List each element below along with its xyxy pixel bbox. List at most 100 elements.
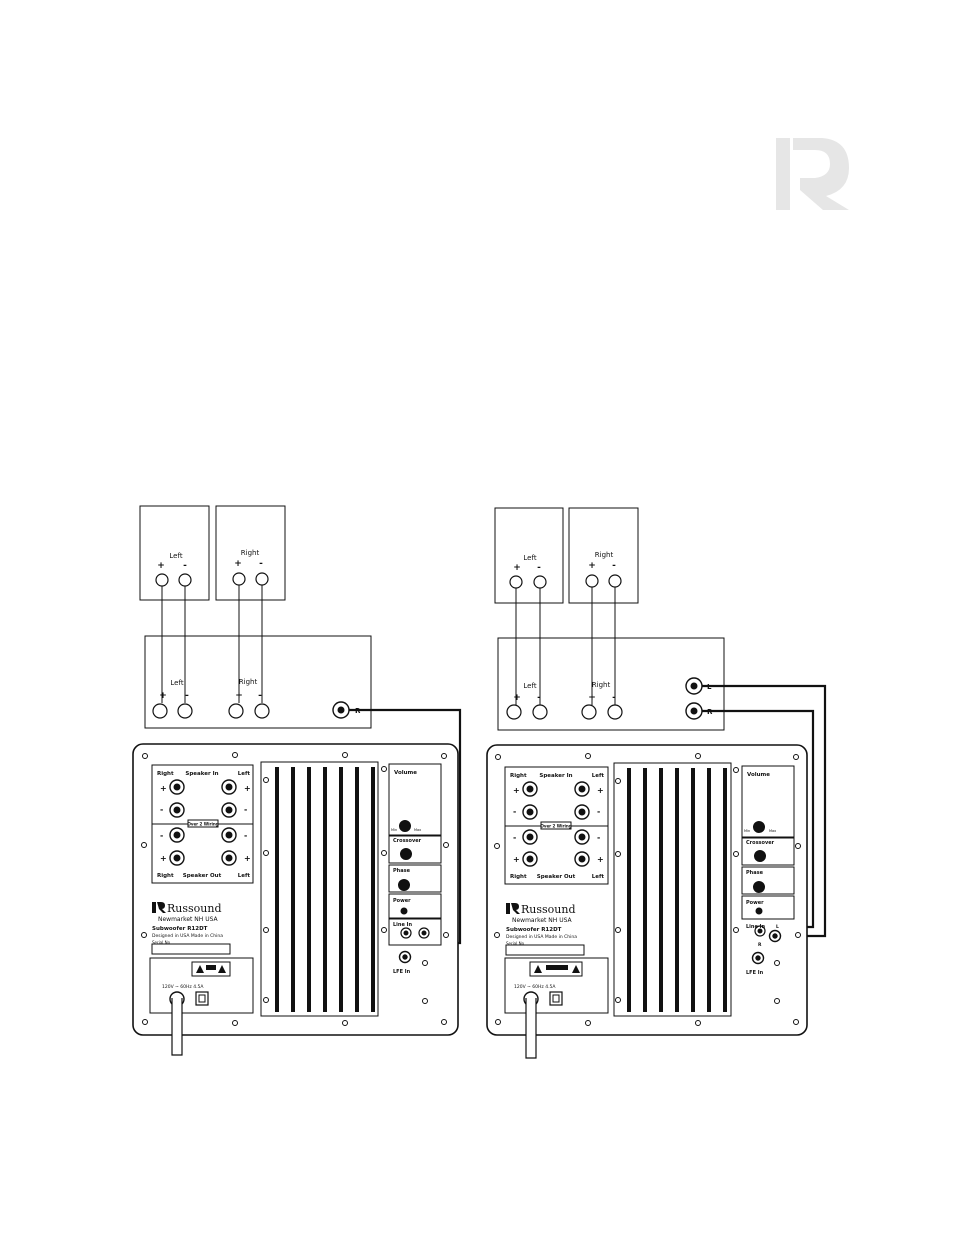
subwoofer-panel: Right Speaker In Left Right Speaker Out … (132, 743, 459, 1056)
origin-label: Designed in USA Made in China (152, 933, 223, 939)
speaker-wires (161, 585, 263, 703)
amp-right-label: Right (592, 681, 611, 689)
minus-sign: - (537, 693, 541, 703)
model-label: Subwoofer R12DT (506, 927, 562, 933)
panel-screws (494, 753, 801, 1026)
speaker-io-block: Right Speaker In Left Right Speaker Out … (151, 764, 254, 884)
plus-sign: + (597, 855, 604, 864)
power-mode-switch (755, 907, 763, 915)
power-switch (549, 991, 563, 1006)
phase-knob (398, 879, 410, 891)
speaker-left-box: Left + - (139, 505, 210, 601)
subwoofer-panel: Right Speaker In Left Right Speaker Out … (486, 744, 808, 1059)
binding-posts (169, 779, 237, 866)
minus-sign: - (244, 831, 247, 840)
power-label: Power (393, 898, 411, 904)
plus-sign: + (234, 559, 242, 569)
brand-city: Newmarket NH USA (158, 916, 219, 923)
wiring-label: Over 2 Wiring (187, 822, 218, 827)
line-in-label: Line In (393, 922, 412, 928)
volume-knob (399, 820, 411, 832)
minus-sign: - (244, 805, 247, 814)
io-right-label: Right (157, 873, 174, 879)
io-left-label: Left (238, 771, 251, 777)
power-mode-switch (400, 907, 408, 915)
plus-sign: + (513, 693, 521, 703)
plus-sign: + (244, 784, 251, 793)
speaker-right-label: Right (595, 551, 614, 559)
max-label: Max (414, 828, 421, 832)
power-block: 120V ~ 60Hz 4.5A (504, 957, 609, 1014)
plus-sign: + (160, 784, 167, 793)
volume-knob (753, 821, 765, 833)
minus-sign: - (183, 561, 187, 571)
minus-sign: - (537, 563, 541, 573)
speaker-right-label: Right (241, 549, 260, 557)
amp-terminal (228, 703, 244, 719)
io-left-label: Left (592, 874, 605, 880)
min-label: Min (744, 829, 750, 833)
serial-label: Serial No (506, 941, 525, 946)
amp-terminal (254, 703, 270, 719)
lfe-in-label: LFE In (393, 969, 411, 975)
brand-name: Russound (521, 903, 576, 916)
line-in-jack-l (400, 927, 412, 939)
controls-column: Volume Min Max Crossover Phase Power Lin… (741, 765, 795, 976)
speaker-left-label: Left (523, 554, 536, 562)
speaker-out-label: Speaker Out (183, 873, 222, 879)
minus-sign: - (612, 561, 616, 571)
amp-terminal (506, 704, 522, 720)
minus-sign: - (513, 833, 516, 842)
speaker-out-label: Speaker Out (537, 874, 576, 880)
warning-label (191, 961, 231, 977)
plus-sign: + (244, 854, 251, 863)
phase-label: Phase (746, 870, 764, 876)
power-switch (195, 991, 209, 1006)
plus-sign: + (159, 691, 167, 701)
model-label: Subwoofer R12DT (152, 926, 208, 932)
lfe-in-label: LFE In (746, 970, 764, 976)
crossover-knob (754, 850, 766, 862)
speaker-in-label: Speaker In (539, 773, 572, 779)
lfe-in-jack (398, 950, 412, 964)
line-in-jack-l (768, 929, 782, 943)
plus-sign: + (513, 855, 520, 864)
speaker-left-box: Left + - (494, 507, 564, 604)
diagram-right: Left + - Right + - Left Right + - + - (486, 507, 827, 1059)
warning-label (529, 961, 583, 977)
line-in-label: Line In (746, 924, 765, 930)
controls-column: Volume Min Max Crossover Phase Power Lin… (388, 763, 442, 975)
lfe-in-jack (751, 951, 765, 965)
line-in-jack-r (754, 925, 766, 937)
plus-sign: + (597, 786, 604, 795)
speaker-right-box: Right + - (215, 505, 286, 601)
minus-sign: - (597, 833, 600, 842)
power-label: Power (746, 900, 764, 906)
plus-sign: + (513, 563, 521, 573)
russound-logo (776, 138, 849, 210)
wiring-label: Over 2 Wiring (540, 824, 571, 829)
volume-label: Volume (394, 770, 417, 776)
serial-label: Serial No (152, 940, 171, 945)
speaker-io-block: Right Speaker In Left Right Speaker Out … (504, 766, 609, 885)
io-right-label: Right (510, 773, 527, 779)
io-left-label: Left (592, 773, 605, 779)
serial-box (505, 944, 585, 956)
minus-sign: - (259, 559, 263, 569)
crossover-knob (400, 848, 412, 860)
amp-terminal (152, 703, 168, 719)
brand-block: Russound Newmarket NH USA Subwoofer R12D… (505, 903, 585, 956)
amp-left-label: Left (523, 682, 536, 690)
amp-right-label: Right (239, 678, 258, 686)
min-label: Min (391, 828, 397, 832)
brand-name: Russound (167, 902, 222, 915)
io-right-label: Right (510, 874, 527, 880)
speaker-left-label: Left (169, 552, 182, 560)
power-spec: 120V ~ 60Hz 4.5A (514, 984, 556, 990)
phase-label: Phase (393, 868, 411, 874)
speaker-in-label: Speaker In (185, 771, 218, 777)
max-label: Max (769, 829, 776, 833)
amp-terminal (177, 703, 193, 719)
brand-city: Newmarket NH USA (512, 917, 573, 924)
